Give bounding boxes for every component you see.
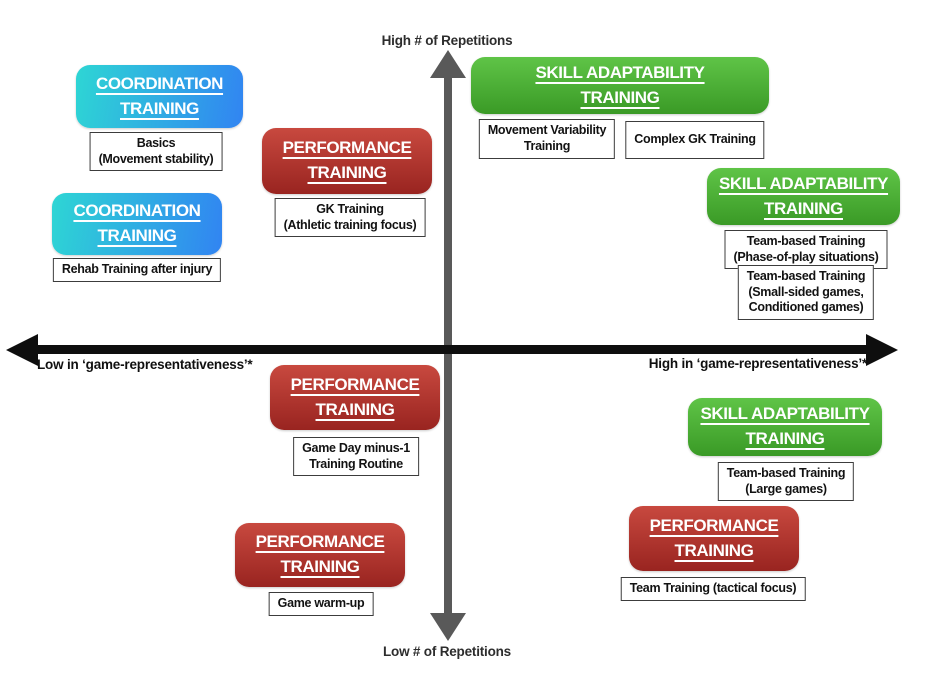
label-complex-gk-training: Complex GK Training <box>625 121 765 159</box>
axis-label-high-game-representativeness: High in ‘game-representativeness’* <box>648 356 867 371</box>
vertical-axis-shaft <box>444 72 452 615</box>
performance-training-box-warmup: PERFORMANCE TRAINING <box>235 523 405 587</box>
label-basics-movement-stability: Basics (Movement stability) <box>89 132 223 172</box>
coordination-training-title: COORDINATION TRAINING <box>95 73 224 118</box>
axis-label-low-game-representativeness: Low in ‘game-representativeness’* <box>37 357 253 372</box>
skill-adaptability-title: SKILL ADAPTABILITY TRAINING <box>700 404 870 448</box>
label-gk-training: GK Training (Athletic training focus) <box>274 198 426 238</box>
label-game-warm-up: Game warm-up <box>268 592 374 616</box>
performance-training-box-gameday: PERFORMANCE TRAINING <box>270 365 440 430</box>
coordination-training-title: COORDINATION TRAINING <box>73 201 201 245</box>
performance-training-box-gk: PERFORMANCE TRAINING <box>262 128 432 194</box>
vertical-axis-arrowhead-up <box>430 50 466 78</box>
performance-training-title: PERFORMANCE TRAINING <box>255 532 385 576</box>
skill-adaptability-box-large-games: SKILL ADAPTABILITY TRAINING <box>688 398 882 456</box>
label-game-day-minus-1: Game Day minus-1 Training Routine <box>293 437 419 477</box>
performance-training-title: PERFORMANCE TRAINING <box>649 515 779 560</box>
coordination-training-box-rehab: COORDINATION TRAINING <box>52 193 222 255</box>
skill-adaptability-box-movement: SKILL ADAPTABILITY TRAINING <box>471 57 769 114</box>
performance-training-title: PERFORMANCE TRAINING <box>282 138 412 182</box>
label-rehab-training: Rehab Training after injury <box>52 258 222 282</box>
horizontal-axis-shaft <box>30 345 870 354</box>
skill-adaptability-title: SKILL ADAPTABILITY TRAINING <box>718 173 889 218</box>
horizontal-axis-arrowhead-left <box>6 334 38 366</box>
horizontal-axis-arrowhead-right <box>866 334 898 366</box>
axis-label-low-repetitions: Low # of Repetitions <box>382 644 512 659</box>
vertical-axis-arrowhead-down <box>430 613 466 641</box>
label-team-based-small-sided: Team-based Training (Small-sided games, … <box>737 265 875 320</box>
label-team-training-tactical: Team Training (tactical focus) <box>620 577 806 601</box>
label-movement-variability-training: Movement Variability Training <box>478 119 616 159</box>
skill-adaptability-title: SKILL ADAPTABILITY TRAINING <box>535 62 705 107</box>
coordination-training-box-basics: COORDINATION TRAINING <box>76 65 243 128</box>
label-team-based-phase-of-play: Team-based Training (Phase-of-play situa… <box>724 230 888 270</box>
skill-adaptability-box-team: SKILL ADAPTABILITY TRAINING <box>707 168 900 225</box>
performance-training-title: PERFORMANCE TRAINING <box>290 374 420 419</box>
performance-training-box-team: PERFORMANCE TRAINING <box>629 506 799 571</box>
axis-label-high-repetitions: High # of Repetitions <box>381 33 513 48</box>
label-team-based-large-games: Team-based Training (Large games) <box>717 462 855 502</box>
